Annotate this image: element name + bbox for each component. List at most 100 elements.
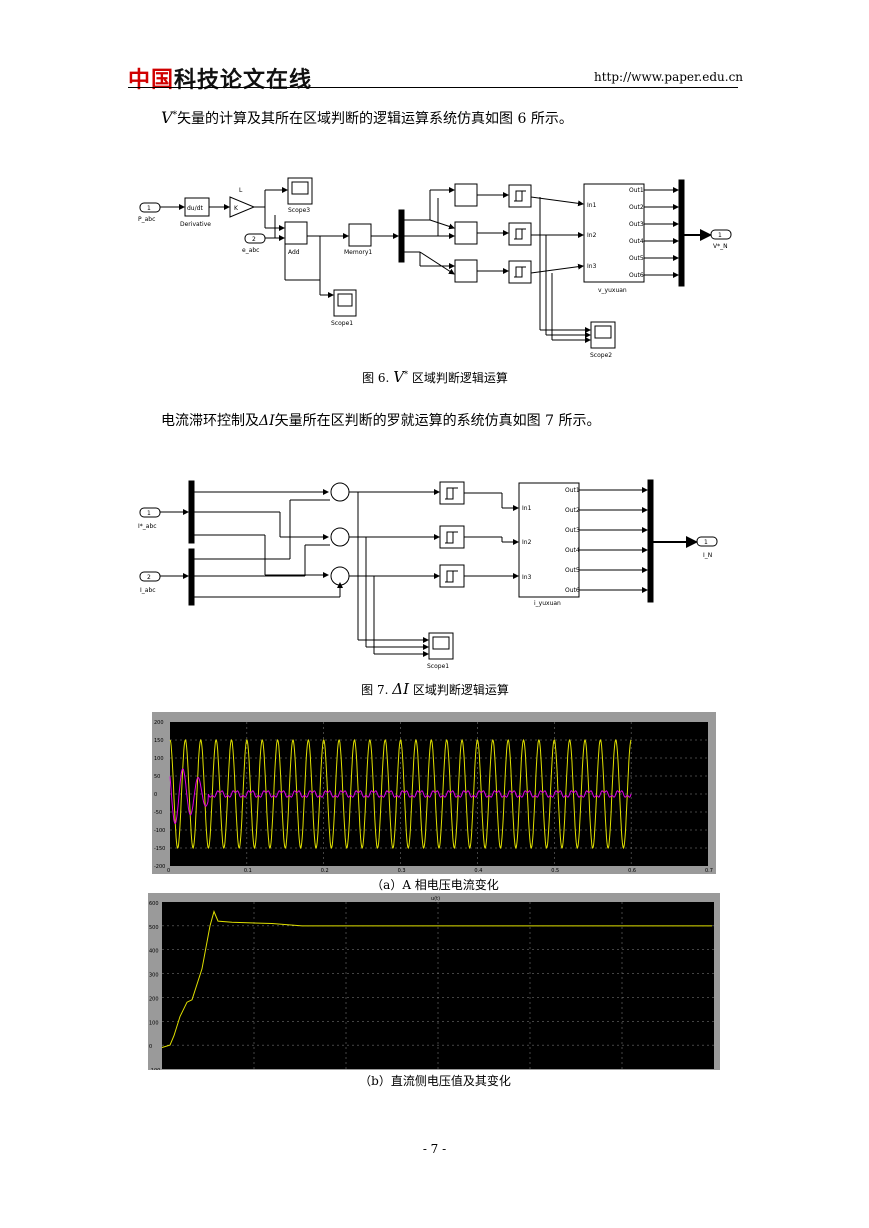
plot-a-xtick: 0.5 xyxy=(551,868,559,874)
para1-text: 矢量的计算及其所在区域判断的逻辑运算系统仿真如图 6 所示。 xyxy=(177,111,573,127)
fig6-out-port xyxy=(710,229,732,240)
fig6-caption-prefix: 图 6. xyxy=(362,371,390,385)
figure-7-caption: 图 7. ΔI 区域判断逻辑运算 xyxy=(300,680,570,698)
fig6-mux xyxy=(678,179,685,287)
fig7-subsys-out4: Out4 xyxy=(565,547,580,554)
plot-b-ytick: -100 xyxy=(149,1068,160,1070)
fig7-relay-1 xyxy=(439,481,465,505)
fig6-subsys-out3: Out3 xyxy=(629,221,644,228)
fig6-subsys-out5: Out5 xyxy=(629,255,644,262)
fig7-subsystem xyxy=(518,482,580,598)
fig6-out-label: V*_N xyxy=(713,243,728,250)
plot-b-caption: （b）直流侧电压值及其变化 xyxy=(359,1074,511,1088)
fig6-subsys-in3: In3 xyxy=(587,263,597,270)
fig7-demux-2 xyxy=(188,548,195,606)
fig6-demux xyxy=(398,209,405,263)
fig7-sum-1 xyxy=(330,482,350,502)
fig7-caption-prefix: 图 7. xyxy=(361,683,389,697)
fig7-out-port xyxy=(696,536,718,547)
plot-a-caption: （a）A 相电压电流变化 xyxy=(371,878,499,892)
plot-a-xtick: 0.6 xyxy=(628,868,636,874)
fig6-caption-text: 区域判断逻辑运算 xyxy=(411,371,508,385)
page-number: - 7 - xyxy=(422,1142,447,1156)
fig6-subsys-out2: Out2 xyxy=(629,204,644,211)
fig6-gain-block xyxy=(229,196,256,218)
fig6-subsystem xyxy=(583,183,645,283)
fig6-relay-1 xyxy=(508,184,532,208)
para1-sup: * xyxy=(172,110,178,121)
plot-a-ytick: -50 xyxy=(154,810,162,816)
fig6-sum-3 xyxy=(454,259,478,283)
plot-b-ytick: 200 xyxy=(149,996,159,1002)
fig6-deriv-label: du/dt xyxy=(187,205,203,212)
fig6-caption-var: V xyxy=(393,368,405,386)
plot-a-xtick: 0.4 xyxy=(474,868,482,874)
plot-a-xtick: 0 xyxy=(167,868,170,874)
plot-a-xtick: 0.1 xyxy=(244,868,252,874)
fig6-in1-label: P_abc xyxy=(138,216,155,223)
paragraph-1: V*矢量的计算及其所在区域判断的逻辑运算系统仿真如图 6 所示。 xyxy=(161,108,573,128)
fig7-in1-num: 1 xyxy=(147,510,151,517)
plot-b-ytick: 0 xyxy=(149,1044,152,1050)
fig7-caption-text: 区域判断逻辑运算 xyxy=(412,683,509,697)
fig7-relay-3 xyxy=(439,564,465,588)
fig7-subsys-in2: In2 xyxy=(522,539,532,546)
para2-var: ΔI xyxy=(259,413,275,429)
fig6-scope1 xyxy=(333,289,357,317)
fig6-memory-block xyxy=(348,223,372,247)
fig6-out-num: 1 xyxy=(718,232,722,239)
fig6-deriv-name: Derivative xyxy=(180,221,211,228)
fig7-subsys-label: i_yuxuan xyxy=(534,600,561,607)
paragraph-2: 电流滞环控制及ΔI矢量所在区判断的罗就运算的系统仿真如图 7 所示。 xyxy=(161,410,600,430)
plot-a-voltage-series xyxy=(169,738,632,850)
plot-a-ytick: -100 xyxy=(154,828,165,834)
fig7-subsys-out6: Out6 xyxy=(565,587,580,594)
fig7-relay-2 xyxy=(439,525,465,549)
header-url[interactable]: http://www.paper.edu.cn xyxy=(594,70,744,84)
fig6-in2-num: 2 xyxy=(252,236,256,243)
fig6-in2-label: e_abc xyxy=(242,247,259,254)
fig6-memory-label: Memory1 xyxy=(344,249,372,256)
fig7-in1-label: I*_abc xyxy=(138,523,157,530)
fig6-relay-2 xyxy=(508,222,532,246)
plot-b-ytick: 300 xyxy=(149,973,159,979)
fig6-scope3 xyxy=(287,177,313,205)
fig7-subsys-out1: Out1 xyxy=(565,487,580,494)
plot-a-current-series xyxy=(169,768,632,824)
plot-a-ytick: 200 xyxy=(154,720,164,726)
fig6-in1-num: 1 xyxy=(147,205,151,212)
plot-a-xtick: 0.7 xyxy=(705,868,713,874)
fig7-scope1 xyxy=(428,632,454,660)
fig7-caption-var: ΔI xyxy=(392,680,409,698)
fig6-subsys-out4: Out4 xyxy=(629,238,644,245)
fig6-scope2-label: Scope2 xyxy=(590,352,612,359)
fig7-scope1-label: Scope1 xyxy=(427,663,449,670)
fig7-in2-num: 2 xyxy=(147,574,151,581)
figure-6-diagram: 1 P_abc du/dt Derivative K L Scope3 2 e_… xyxy=(138,177,732,359)
para2-pre: 电流滞环控制及 xyxy=(161,413,259,429)
fig6-add-label: Add xyxy=(288,249,300,256)
fig7-out-num: 1 xyxy=(704,539,708,546)
figure-7-diagram: 1 I*_abc 2 I_abc i_yuxuan Scope1 1 I_N I… xyxy=(138,479,718,670)
plot-a-ytick: 150 xyxy=(154,738,164,744)
header-rule xyxy=(128,87,738,88)
logo-red: 中国 xyxy=(128,68,175,93)
fig6-subsys-in1: In1 xyxy=(587,202,597,209)
fig6-sum-2 xyxy=(454,221,478,245)
fig6-add-block xyxy=(284,221,308,245)
figure-6-caption: 图 6. V* 区域判断逻辑运算 xyxy=(300,368,570,386)
fig6-subsys-label: v_yuxuan xyxy=(598,287,627,294)
plot-b-ytick: 400 xyxy=(149,949,159,955)
plot-a-ytick: 50 xyxy=(154,774,160,780)
plot-a-ytick: -150 xyxy=(154,846,165,852)
plot-a-xtick: 0.2 xyxy=(321,868,329,874)
fig6-subsys-in2: In2 xyxy=(587,232,597,239)
fig7-subsys-out5: Out5 xyxy=(565,567,580,574)
fig7-subsys-in3: In3 xyxy=(522,574,532,581)
plot-b-ytick: 600 xyxy=(149,901,159,907)
plot-b-title: u(t) xyxy=(431,896,440,902)
plot-b-ytick: 100 xyxy=(149,1020,159,1026)
